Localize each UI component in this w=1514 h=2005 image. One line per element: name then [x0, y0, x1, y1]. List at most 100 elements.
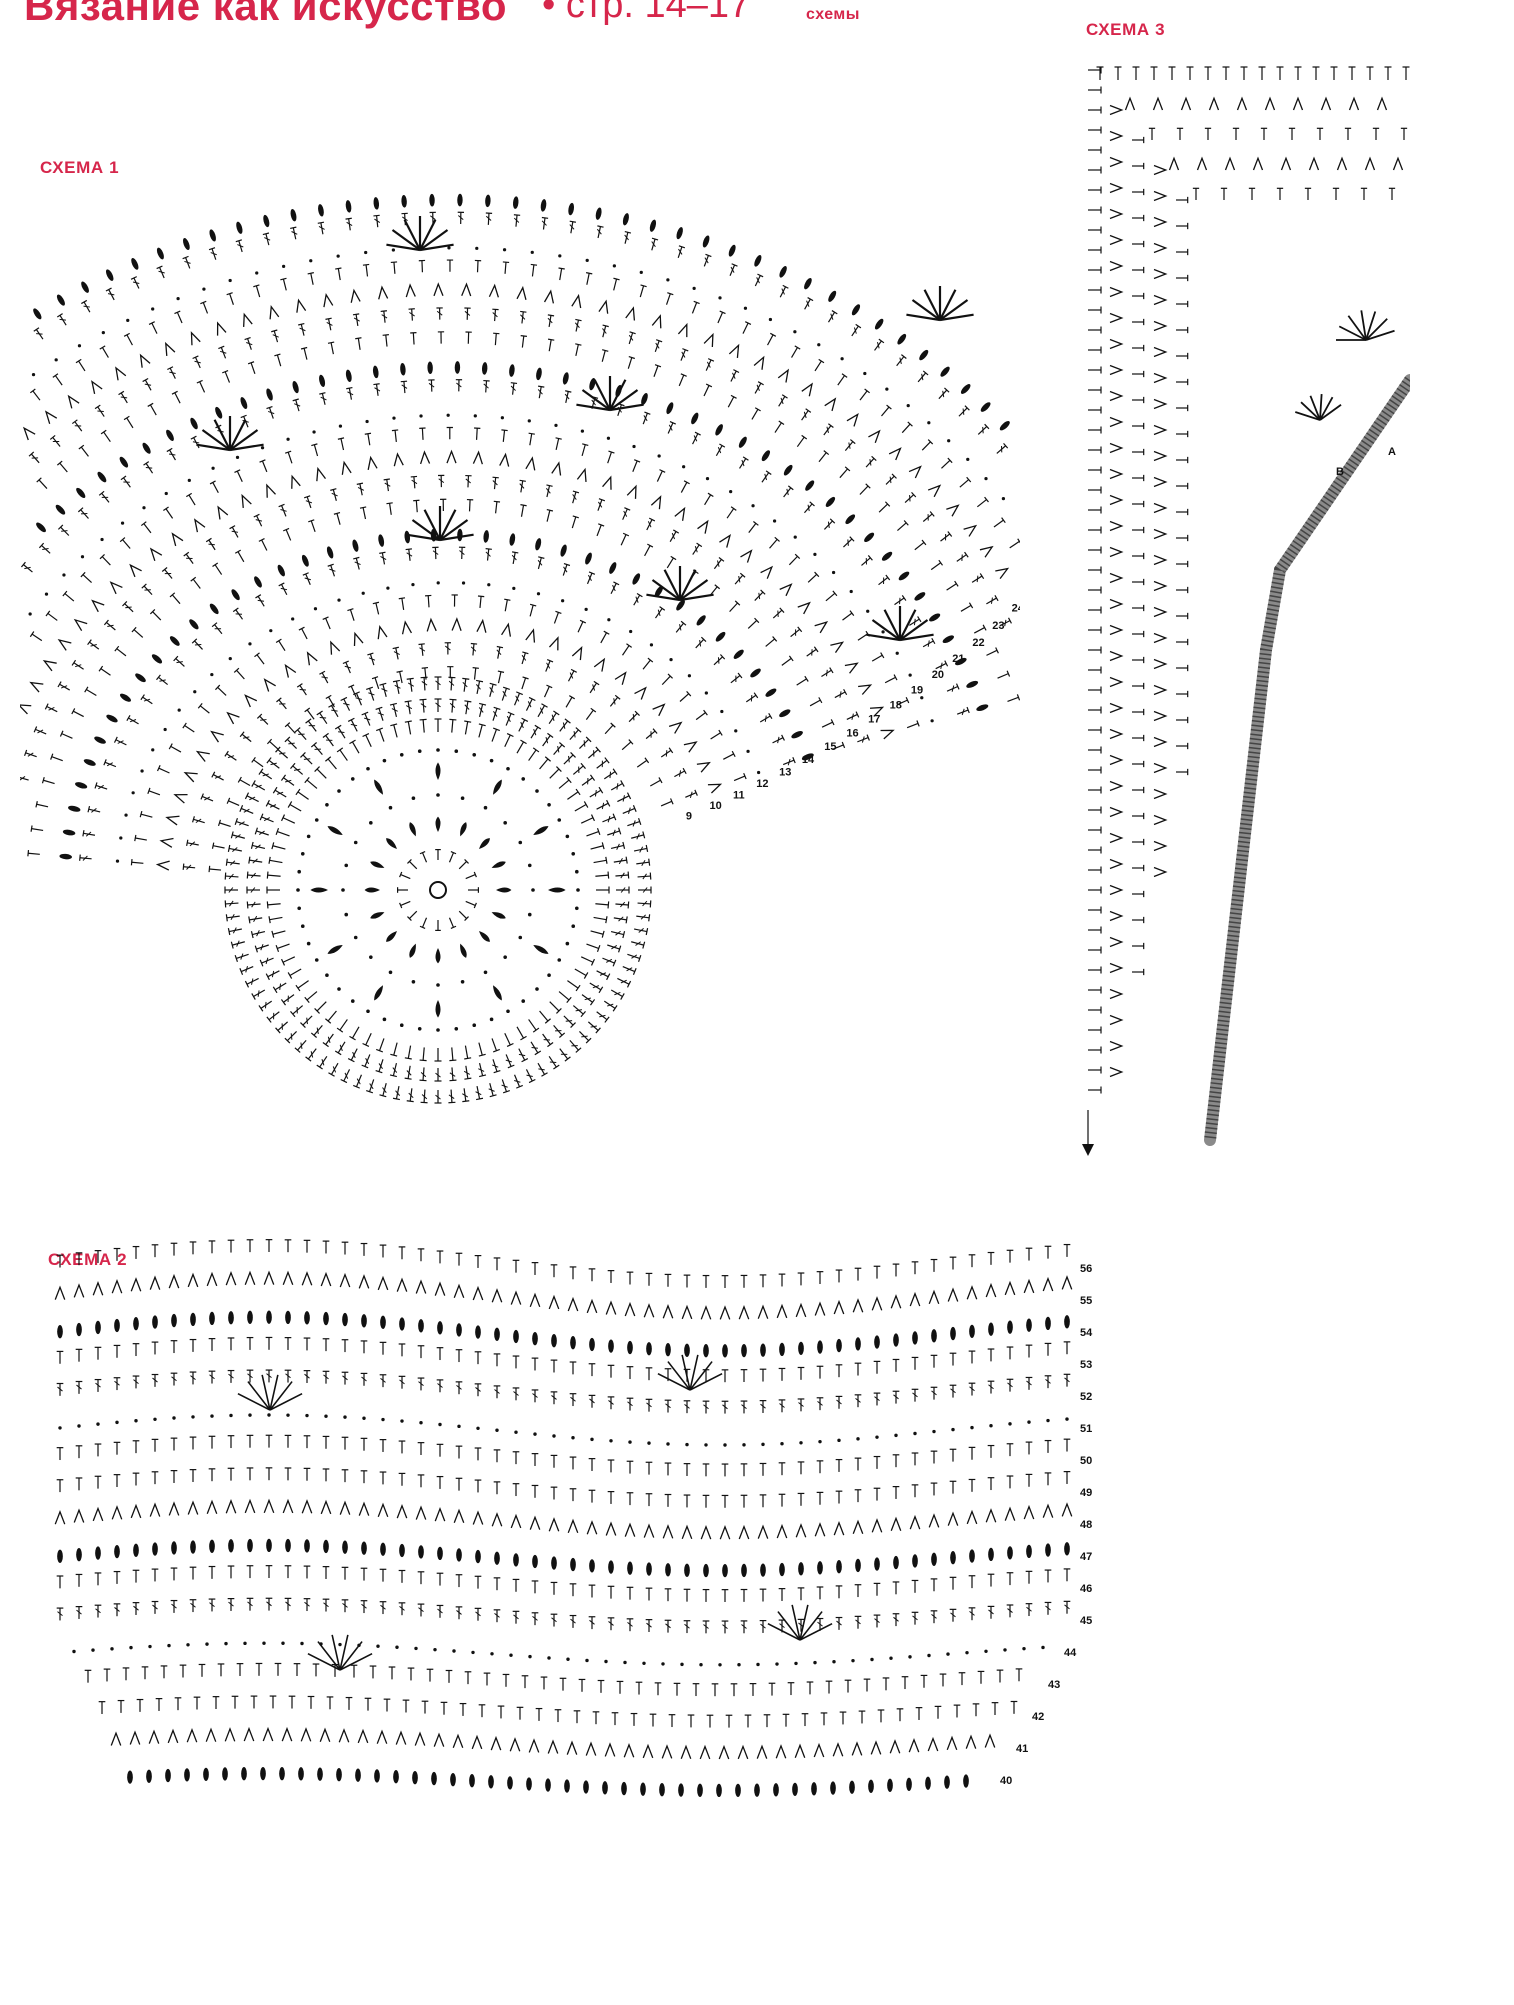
- stitch-top: [628, 739, 634, 745]
- stitch-top: [140, 694, 145, 701]
- bobble-stitch: [602, 1781, 608, 1795]
- stitch-stem: [973, 627, 985, 634]
- fan-row-20: [28, 413, 934, 723]
- bobble-stitch: [960, 384, 971, 394]
- petal-stitch: [409, 822, 416, 837]
- stitch-slash: [489, 687, 494, 693]
- bobble-stitch: [536, 367, 542, 381]
- stitch-top: [256, 713, 263, 719]
- stitch-slash: [299, 688, 307, 691]
- chain-dot: [817, 343, 821, 347]
- stitch-stem: [703, 385, 710, 397]
- stitch-top: [778, 420, 785, 425]
- stitch-top: [274, 353, 281, 357]
- fan-stitch: [899, 609, 917, 641]
- v-stitch: [870, 1740, 882, 1755]
- chain-dot: [584, 607, 588, 612]
- v-stitch: [1153, 580, 1168, 592]
- stitch-top: [419, 718, 427, 721]
- stitch-top: [693, 300, 700, 305]
- stitch-top: [335, 267, 342, 270]
- page-header: Вязание как искусство • стр. 14–17 схемы: [0, 0, 1514, 30]
- stitch-top: [419, 1079, 427, 1082]
- stitch-stem: [349, 609, 355, 621]
- chain-dot: [411, 796, 416, 801]
- stitch-slash: [132, 281, 140, 284]
- v-stitch: [115, 366, 127, 381]
- v-stitch: [979, 545, 994, 558]
- chain-dot: [193, 690, 197, 694]
- stitch-stem: [665, 293, 671, 305]
- v-stitch: [1153, 606, 1168, 618]
- stitch-stem: [491, 729, 498, 742]
- stitch-top: [964, 551, 969, 558]
- stitch-stem: [809, 699, 821, 707]
- stitch-slash: [492, 480, 498, 486]
- stitch-top: [217, 819, 222, 827]
- v-stitch: [801, 382, 813, 397]
- chain-dot: [153, 1417, 157, 1422]
- stitch-top: [788, 655, 794, 662]
- stitch-top: [682, 767, 687, 775]
- stitch-stem: [297, 980, 309, 989]
- v-stitch: [284, 663, 297, 678]
- stitch-stem: [415, 500, 418, 513]
- stitch-top: [707, 358, 715, 362]
- chain-dot: [947, 439, 951, 443]
- stitch-slash: [357, 487, 365, 491]
- stitch-top: [237, 776, 242, 783]
- stitch-top: [855, 711, 860, 718]
- stitch-top: [506, 1042, 514, 1048]
- v-stitch: [846, 413, 859, 427]
- stitch-top: [300, 346, 308, 350]
- stitch-top: [464, 1077, 472, 1080]
- chain-dot: [269, 629, 273, 633]
- stitch-top: [632, 805, 637, 812]
- v-stitch: [206, 1499, 218, 1514]
- border-row-44: [72, 1641, 1045, 1667]
- stitch-stem: [492, 708, 498, 721]
- stitch-slash: [256, 930, 260, 937]
- stitch-stem: [306, 709, 315, 720]
- v-stitch: [401, 620, 413, 635]
- stitch-top: [612, 959, 617, 967]
- stitch-stem: [465, 900, 476, 907]
- stitch-slash: [407, 682, 414, 687]
- stitch-slash: [57, 1386, 63, 1392]
- stitch-slash: [368, 657, 376, 661]
- v-stitch: [73, 1283, 85, 1298]
- flower-fans: [196, 216, 974, 642]
- stitch-top: [183, 551, 190, 557]
- stitch-top: [979, 573, 985, 580]
- fan-row-11: [155, 617, 723, 871]
- v-stitch: [1109, 416, 1124, 428]
- stitch-stem: [228, 800, 240, 807]
- stitch-stem: [289, 803, 302, 812]
- stitch-stem: [148, 790, 161, 796]
- fan-stitch: [1300, 401, 1321, 421]
- fan-row-25: [22, 282, 1010, 580]
- stitch-top: [794, 553, 801, 559]
- stitch-slash: [599, 972, 607, 976]
- chain-dot: [313, 607, 318, 611]
- stitch-slash: [646, 1622, 652, 1628]
- stitch-top: [348, 684, 355, 689]
- stitch-top: [613, 581, 620, 586]
- bobble-stitch: [779, 1562, 785, 1577]
- stitch-slash: [478, 707, 484, 713]
- stitch-stem: [622, 645, 630, 656]
- stitch-stem: [565, 696, 573, 708]
- stitch-slash: [421, 1094, 428, 1100]
- bobble-stitch: [526, 1777, 532, 1791]
- v-stitch: [795, 1523, 807, 1538]
- bobble-stitch: [855, 1337, 861, 1351]
- stitch-stem: [374, 677, 380, 690]
- petal-stitch: [374, 985, 383, 1001]
- bobble-stitch: [976, 704, 989, 712]
- v-stitch: [1042, 1503, 1054, 1518]
- stitch-stem: [537, 1062, 546, 1075]
- chain-dot: [718, 1663, 722, 1667]
- stitch-top: [105, 287, 112, 292]
- chain-dot: [927, 421, 931, 425]
- stitch-slash: [220, 350, 227, 354]
